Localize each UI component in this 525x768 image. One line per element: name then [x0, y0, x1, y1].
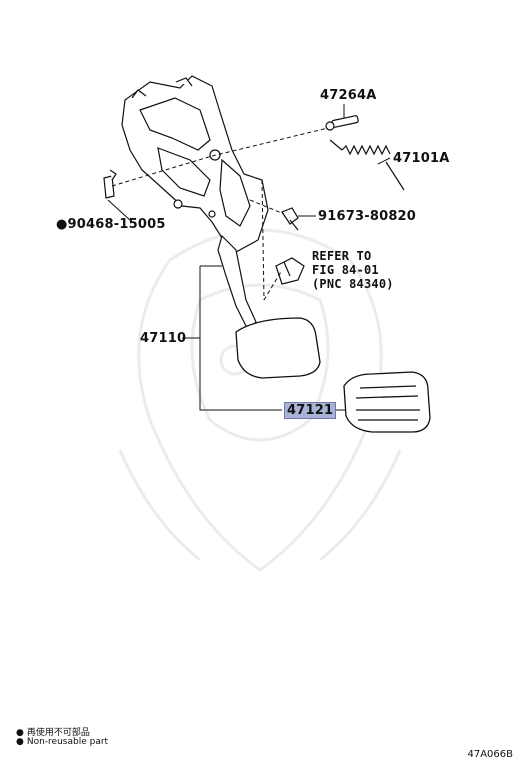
legend-line-2: ●Non-reusable part — [16, 737, 108, 747]
pedal-plate — [235, 317, 321, 379]
label-arm: 47110 — [140, 331, 187, 346]
legend-text-2: Non-reusable part — [26, 737, 109, 747]
refer-line-1: REFER TO — [312, 249, 372, 263]
leader-lines — [107, 104, 391, 411]
label-clip: ●90468-15005 — [56, 217, 166, 232]
clip-part — [103, 169, 117, 199]
label-spring: 47101A — [393, 151, 450, 166]
legend-dot-icon-2: ● — [16, 737, 24, 747]
assembly-lines — [111, 127, 329, 301]
label-bolt: 91673-80820 — [318, 209, 417, 224]
label-clip-number: 90468-15005 — [67, 217, 166, 232]
legend-line-1: ●再使用不可部品 — [16, 725, 90, 738]
pedal-bracket — [121, 75, 269, 253]
pedal-pad — [343, 371, 431, 433]
legend-text-1: 再使用不可部品 — [26, 728, 90, 738]
refer-line-2: FIG 84-01 — [312, 263, 379, 277]
spring-part — [329, 139, 405, 191]
bolt-part — [281, 207, 299, 231]
non-reusable-dot-icon: ● — [56, 217, 68, 232]
refer-line-3: (PNC 84340) — [312, 277, 394, 291]
legend-dot-icon: ● — [16, 728, 24, 738]
label-pin: 47264A — [320, 88, 377, 103]
label-pad-highlighted[interactable]: 47121 — [284, 402, 337, 419]
diagram-code: 47A066B — [467, 749, 513, 760]
switch-part — [275, 257, 305, 285]
pin-part — [325, 115, 359, 131]
refer-note: REFER TO FIG 84-01 (PNC 84340) — [312, 249, 394, 291]
